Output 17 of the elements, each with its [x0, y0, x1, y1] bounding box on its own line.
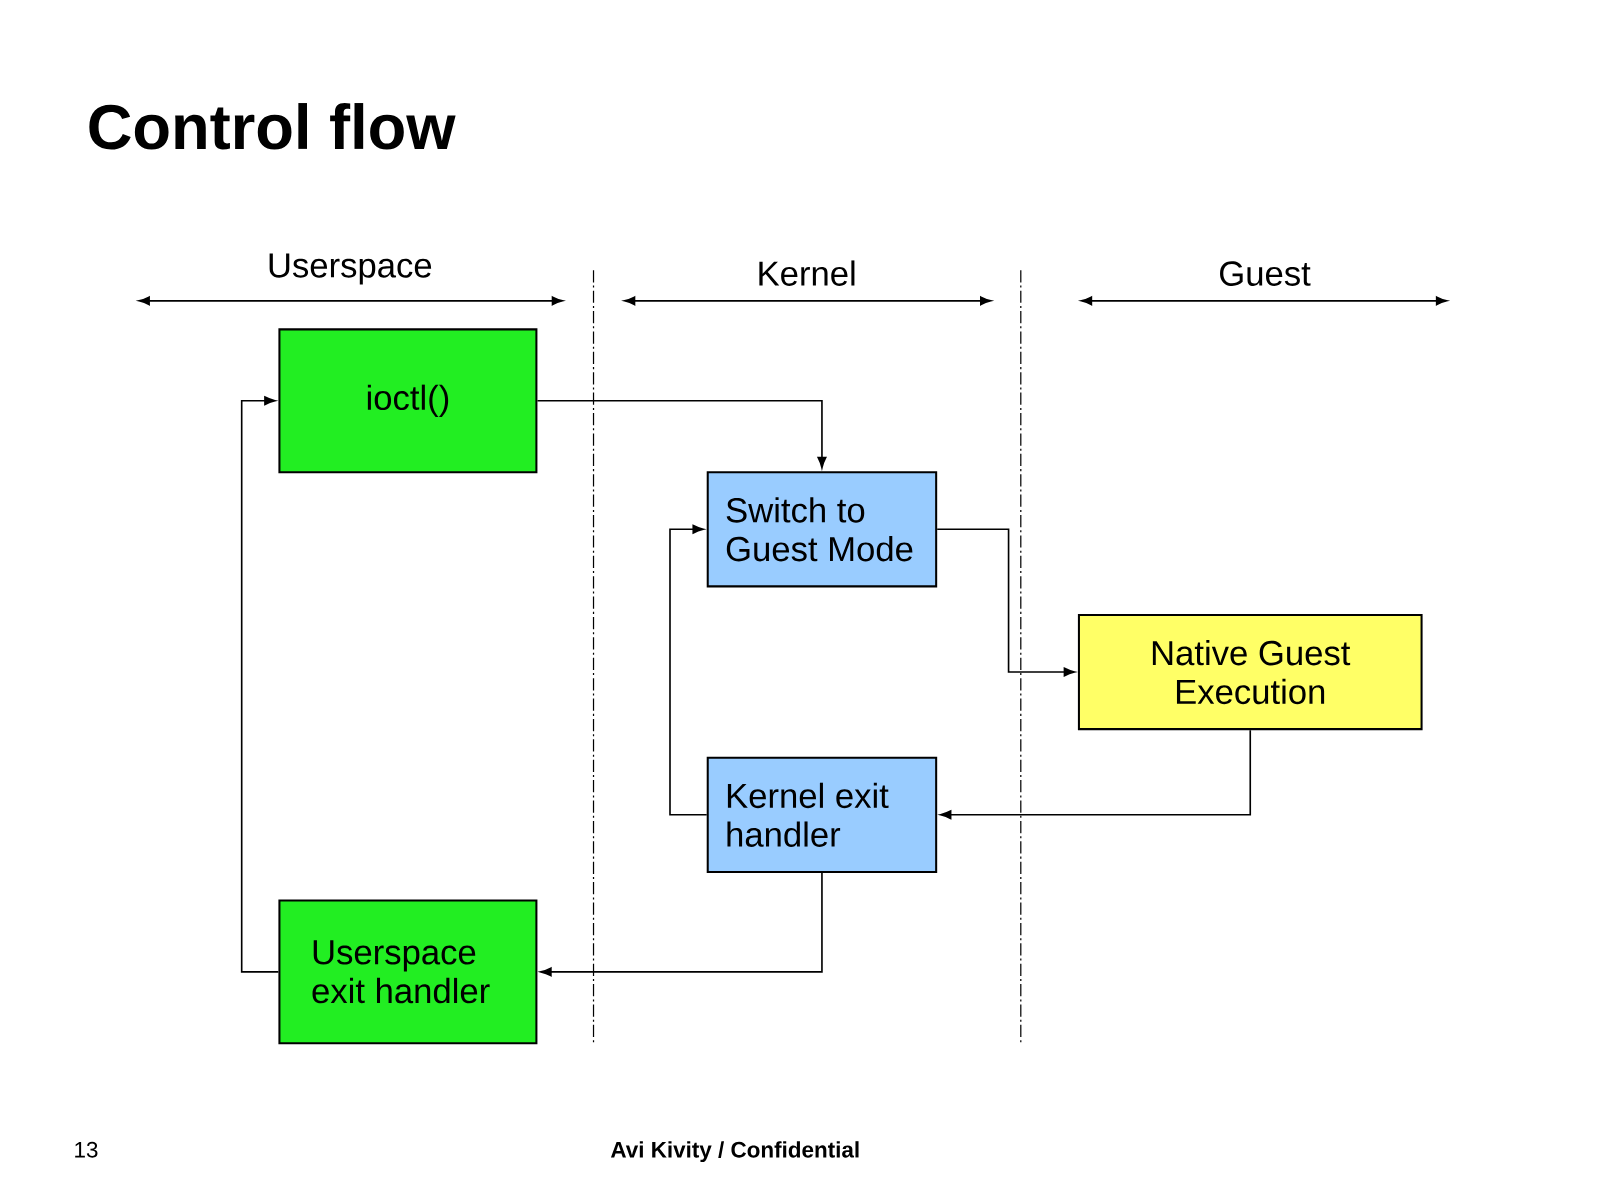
process-box: Kernel exit handler — [706, 756, 938, 873]
process-box: Native Guest Execution — [1077, 613, 1423, 731]
header-label: Userspace — [269, 253, 432, 285]
process-box: ioctl() — [278, 328, 538, 474]
header-label: Guest — [1220, 261, 1311, 286]
process-box: Switch to Guest Mode — [706, 471, 938, 588]
page-number: 13 — [75, 1141, 98, 1158]
process-box: Userspace exit handler — [278, 899, 538, 1045]
arrow — [540, 872, 823, 977]
title: Control flow — [89, 102, 456, 150]
arrow — [669, 524, 708, 816]
arrow — [939, 729, 1252, 820]
arrow — [936, 528, 1076, 677]
footer-text: Avi Kivity / Confidential — [610, 1141, 859, 1162]
header-label: Kernel — [759, 260, 855, 286]
arrow — [536, 399, 827, 469]
arrow — [240, 396, 280, 973]
